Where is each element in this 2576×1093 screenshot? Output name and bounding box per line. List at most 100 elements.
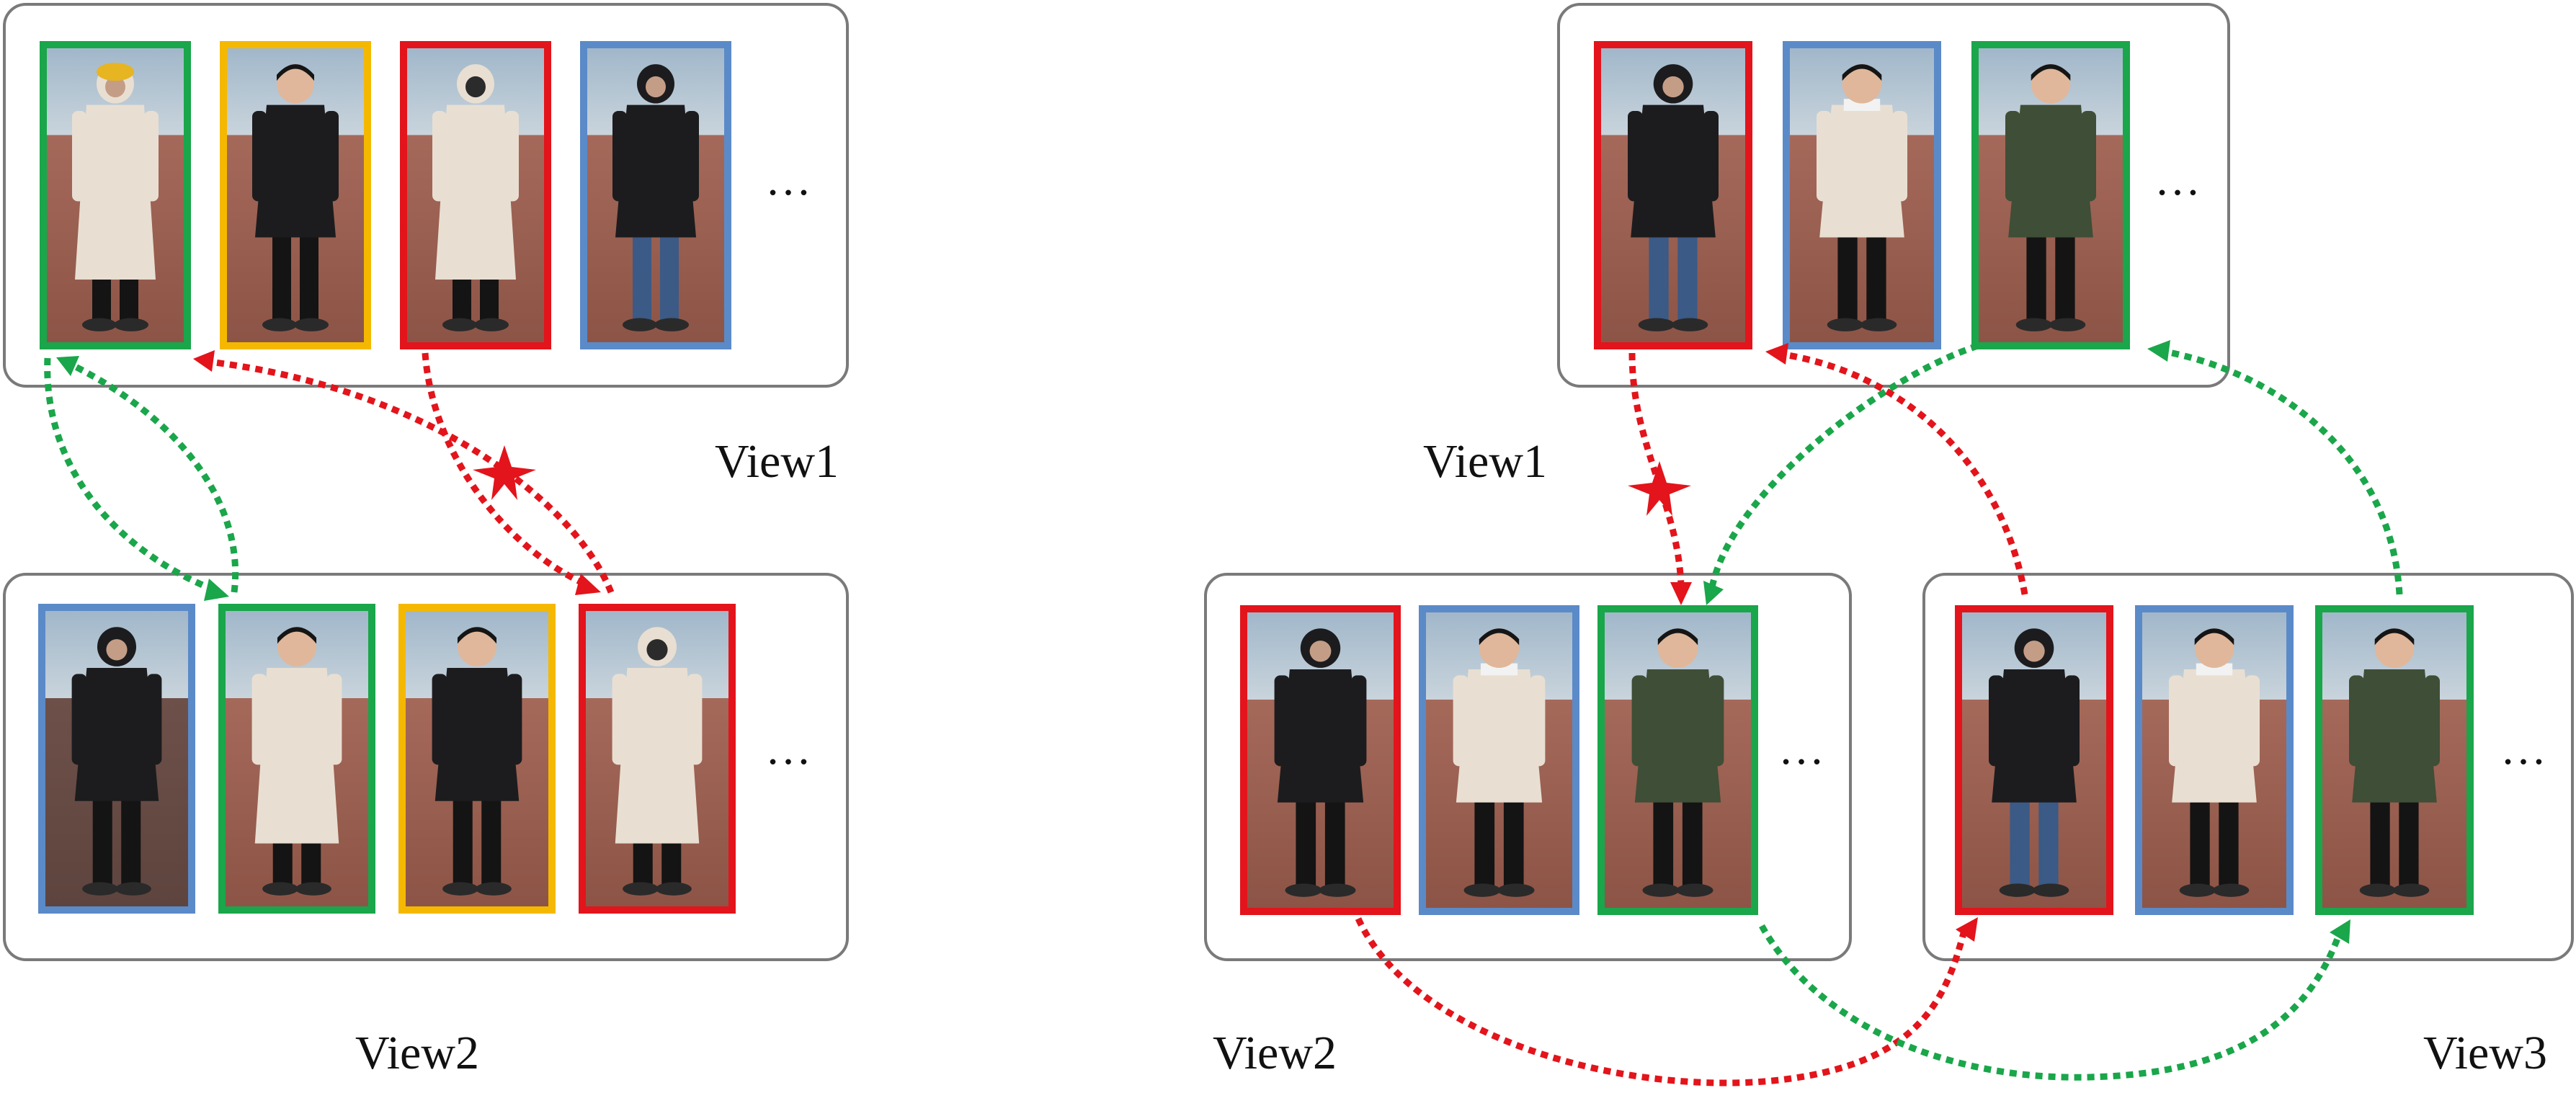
person-arm [432, 110, 447, 202]
person-arm [72, 110, 86, 202]
right-view3-crop-1 [1955, 605, 2113, 915]
person-leg [1677, 231, 1698, 322]
person-head [277, 627, 317, 666]
crop-border-yellow [220, 41, 371, 349]
left-arrowhead-red-up [193, 350, 215, 372]
person-leg [1866, 231, 1886, 322]
person-arm [612, 110, 627, 202]
left-link-green-down [44, 357, 218, 594]
right-view1-ellipsis: … [2154, 153, 2201, 205]
crop-border-blue [38, 604, 195, 914]
person-arm [2081, 110, 2096, 202]
left-view1-crop-3 [400, 41, 551, 349]
person-shoe [2359, 883, 2397, 897]
person-leg [2010, 796, 2030, 888]
person-face [2023, 641, 2045, 662]
right-link-red-v2-to-v3 [1355, 917, 1967, 1087]
person-arm [1703, 110, 1719, 202]
crop-border-green [218, 604, 375, 914]
left-link-red-up [208, 358, 615, 594]
crop-border-red [400, 41, 551, 349]
person-leg [1474, 796, 1495, 888]
person-leg [2370, 796, 2390, 888]
person-leg [1682, 796, 1703, 888]
person-arm [252, 110, 267, 202]
person-head [1842, 64, 1882, 104]
left-view2-crop-2 [218, 604, 375, 914]
person-shoe [655, 882, 692, 896]
person-coat [75, 104, 156, 280]
person-coat [1634, 669, 1721, 803]
person-face [1662, 76, 1684, 98]
person-leg [2219, 796, 2239, 888]
right-view3-label: View3 [2423, 1027, 2547, 1079]
right-view3-ellipsis: … [2500, 723, 2546, 774]
right-link-green-v1-to-v2 [1708, 342, 1979, 592]
person-shoe [654, 318, 689, 331]
person-arm [507, 674, 522, 765]
person-coat [435, 104, 516, 280]
person-leg [633, 231, 651, 322]
person-leg [453, 795, 473, 886]
person-shoe [1827, 318, 1864, 331]
person-shoe [262, 882, 299, 896]
person-coat [255, 104, 336, 238]
left-view2-crops [38, 604, 736, 914]
person-hair [457, 627, 497, 644]
person-shoe [623, 882, 659, 896]
person-leg [481, 795, 502, 886]
right-view2-crop-3 [1597, 605, 1758, 915]
left-view1-crops [40, 41, 731, 349]
person-shoe [623, 318, 657, 331]
crop-border-yellow [398, 604, 556, 914]
crop-border-blue [2135, 605, 2294, 915]
crop-border-red [1594, 41, 1752, 349]
right-link-green-v2-to-v3 [1759, 924, 2342, 1081]
person-arm [144, 110, 159, 202]
person-shoe [294, 318, 329, 331]
person-coat [1277, 669, 1364, 803]
person-arm [71, 674, 87, 765]
left-link-green-up [67, 360, 239, 593]
person-arm [1708, 675, 1724, 767]
person-head [1657, 628, 1698, 668]
person-arm [1989, 675, 2004, 767]
person-shoe [1671, 318, 1708, 331]
left-mismatch-star-icon [473, 445, 536, 500]
person-head [457, 627, 497, 666]
right-mismatch-star-icon [1628, 461, 1691, 516]
right-view1-crop-3 [1971, 41, 2130, 349]
person-leg [660, 231, 679, 322]
person-hair [2194, 628, 2234, 646]
right-panel: … View1 … View2 … View3 [1204, 3, 2574, 1087]
person-head [1479, 628, 1520, 668]
person-leg [1653, 796, 1674, 888]
right-view3-crops [1955, 605, 2474, 915]
person-leg [272, 231, 291, 322]
person-shoe [295, 882, 331, 896]
person-hair [277, 627, 317, 644]
person-shoe [2032, 883, 2069, 897]
person-coat [1992, 669, 2077, 803]
right-link-green-v3-to-v1 [2165, 348, 2403, 595]
left-view2-label: View2 [355, 1027, 479, 1079]
right-view2-label: View2 [1213, 1027, 1337, 1079]
right-arrowhead-green-v1-to-v2 [1703, 581, 1724, 605]
person-arm [504, 110, 519, 202]
person-shoe [1463, 883, 1501, 897]
person-hair [2374, 628, 2415, 646]
person-coat [434, 668, 520, 801]
crop-border-green [40, 41, 191, 349]
left-panel: … View1 … View2 [3, 3, 849, 1079]
person-coat [1631, 104, 1716, 238]
person-leg [1296, 796, 1316, 888]
person-leg [2055, 231, 2075, 322]
person-head [277, 64, 314, 104]
person-shoe [1497, 883, 1535, 897]
person-shoe [1860, 318, 1897, 331]
person-hair [1479, 628, 1520, 646]
person-arm [146, 674, 162, 765]
person-shoe [2015, 318, 2053, 331]
person-leg [1649, 231, 1669, 322]
left-view2-ellipsis: … [765, 723, 811, 774]
